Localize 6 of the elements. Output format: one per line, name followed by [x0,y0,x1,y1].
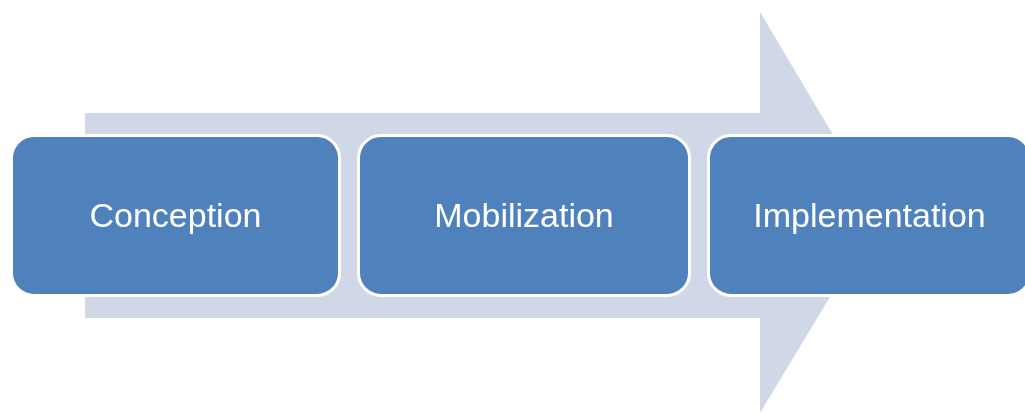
step-label: Conception [89,196,262,235]
process-box [357,134,691,297]
process-box [10,134,341,297]
step-label: Implementation [753,196,986,235]
step-label: Mobilization [434,196,614,235]
process-box [707,134,1025,297]
